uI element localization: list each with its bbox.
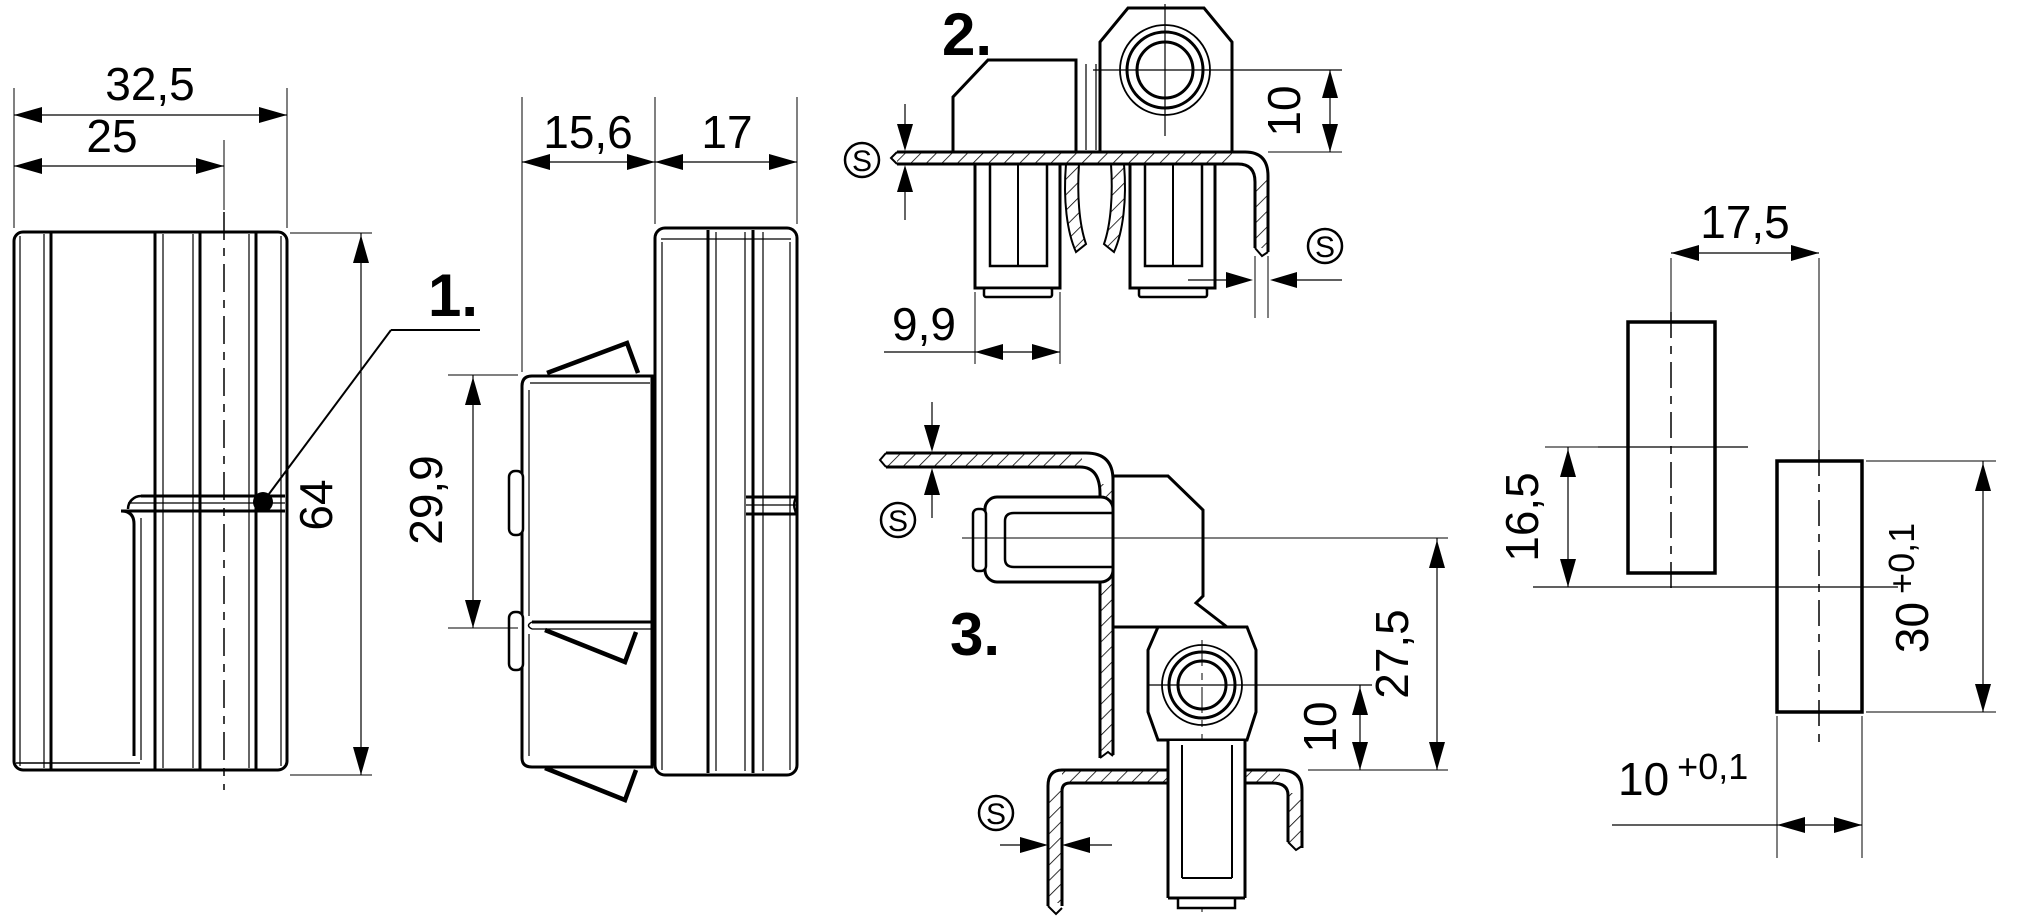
dim-label-10-tol: 10+0,1 bbox=[1618, 746, 1748, 805]
side-view-leaf-column bbox=[653, 226, 799, 777]
front-view: 32,5 25 64 1. bbox=[12, 58, 480, 790]
dim-detail2-leg-width: 9,9 bbox=[884, 292, 1061, 364]
dim-side-clip-height: 29,9 bbox=[400, 374, 518, 629]
dim-label-17-5: 17,5 bbox=[1700, 196, 1790, 248]
cutout-view: 17,5 16,5 30+0,1 10+0,1 bbox=[1496, 196, 1996, 858]
thickness-symbol-label: S bbox=[888, 505, 908, 538]
side-view: 15,6 17 29,9 bbox=[400, 97, 799, 803]
thickness-symbol-label: S bbox=[986, 798, 1006, 831]
detail3-thickness-top: S bbox=[879, 402, 940, 539]
dim-label-15-6: 15,6 bbox=[543, 106, 633, 158]
detail2-snap-legs bbox=[973, 162, 1217, 299]
detail2-clip-blocks bbox=[951, 4, 1342, 154]
dim-label-10-det2: 10 bbox=[1258, 85, 1310, 136]
dim-label-25: 25 bbox=[86, 110, 137, 162]
cutout-rect-upper bbox=[1598, 258, 1748, 592]
thickness-symbol-label: S bbox=[1315, 231, 1335, 264]
detail2-thickness-left: S bbox=[843, 104, 913, 220]
thickness-symbol-label: S bbox=[852, 145, 872, 178]
side-view-clip-body bbox=[507, 340, 654, 803]
cutout-rect-lower bbox=[1533, 258, 1898, 745]
dim-side-depth-clip: 15,6 bbox=[521, 97, 656, 372]
detail2-sheet bbox=[889, 150, 1270, 258]
threaded-boss bbox=[1098, 6, 1234, 154]
dim-label-17: 17 bbox=[701, 106, 752, 158]
thickness-symbol-circle bbox=[843, 141, 881, 179]
spring-tab-bottom bbox=[544, 765, 639, 803]
dim-label-10-det3: 10 bbox=[1294, 701, 1346, 752]
dim-cutout-pitch-y: 16,5 bbox=[1496, 446, 1624, 587]
dim-cutout-pitch-x: 17,5 bbox=[1671, 196, 1819, 261]
callout-2-label: 2. bbox=[942, 1, 992, 68]
detail3-snap-leg bbox=[1166, 740, 1247, 910]
spring-tab-middle bbox=[544, 627, 639, 665]
callout-1: 1. bbox=[253, 262, 480, 512]
callout-3-label: 3. bbox=[950, 601, 1000, 668]
dim-detail3-total-height: 27,5 bbox=[1308, 538, 1448, 771]
thickness-symbol-circle bbox=[1306, 227, 1344, 265]
detail2-thickness-right: S bbox=[1188, 227, 1344, 318]
detail-2-section: 2. bbox=[843, 1, 1344, 364]
dim-label-16-5: 16,5 bbox=[1496, 472, 1548, 562]
dim-cutout-width: 10+0,1 bbox=[1612, 716, 1863, 858]
dim-label-9-9: 9,9 bbox=[892, 298, 956, 350]
dim-detail3-boss-height: 10 bbox=[1294, 685, 1368, 770]
dim-side-depth-leaf: 17 bbox=[655, 97, 798, 224]
dim-cutout-height: 30+0,1 bbox=[1866, 460, 1996, 713]
dim-front-height: 64 bbox=[290, 232, 372, 776]
detail3-thickness-bottom: S bbox=[977, 794, 1112, 853]
dim-label-32-5: 32,5 bbox=[105, 58, 195, 110]
thickness-symbol-circle bbox=[977, 794, 1015, 832]
dim-label-29-9: 29,9 bbox=[400, 455, 452, 545]
dim-front-width-pin: 25 bbox=[14, 110, 224, 174]
callout-1-label: 1. bbox=[428, 262, 478, 329]
detail-3-section: 3. bbox=[878, 402, 1448, 916]
detail3-door-sheet bbox=[1046, 768, 1304, 916]
dim-label-64: 64 bbox=[290, 479, 342, 530]
dim-detail2-boss-height: 10 bbox=[1258, 70, 1342, 153]
thickness-symbol-circle bbox=[879, 501, 917, 539]
dim-label-27-5: 27,5 bbox=[1366, 609, 1418, 699]
dim-front-width-outer: 32,5 bbox=[13, 58, 288, 228]
dim-label-30-tol: 30+0,1 bbox=[1881, 523, 1938, 653]
spring-tab-top bbox=[546, 340, 641, 376]
detail3-clip bbox=[962, 474, 1448, 912]
front-view-outline bbox=[12, 140, 289, 790]
